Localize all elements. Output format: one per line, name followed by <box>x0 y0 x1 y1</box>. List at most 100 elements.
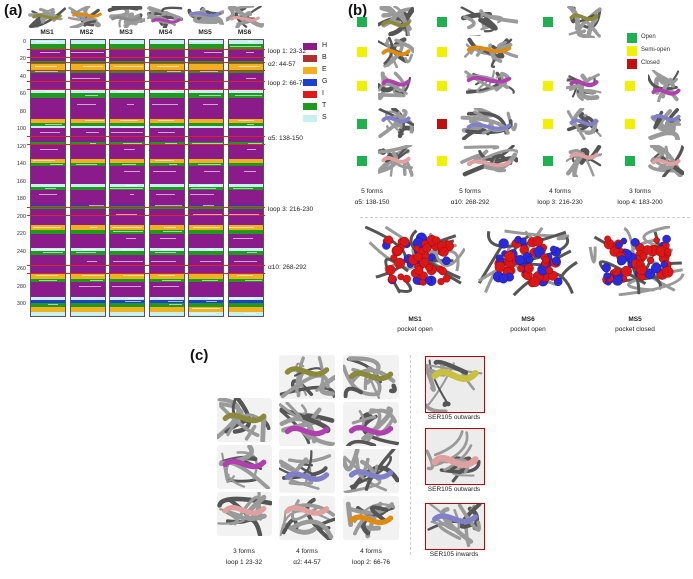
dssp-speckle <box>198 94 221 96</box>
dssp-band <box>70 123 105 127</box>
dssp-band <box>70 90 105 94</box>
state-square <box>357 47 367 57</box>
dssp-band <box>31 299 65 304</box>
dssp-band <box>228 127 263 143</box>
dssp-band <box>70 278 105 283</box>
dssp-band <box>228 247 263 252</box>
dssp-band <box>70 48 105 62</box>
dssp-speckle <box>203 171 221 173</box>
y-tick-label: 80 <box>19 108 26 115</box>
dssp-band <box>70 255 105 274</box>
dssp-band <box>70 204 105 207</box>
dssp-band <box>110 123 144 127</box>
dssp-band <box>228 229 263 235</box>
y-tick-label: 280 <box>16 283 26 290</box>
dssp-band <box>149 63 184 71</box>
dssp-band <box>110 302 144 308</box>
dssp-band <box>70 281 105 298</box>
legend-label: S <box>322 114 327 121</box>
state-legend-swatch <box>627 46 637 56</box>
structure-view <box>566 108 602 140</box>
dssp-speckle <box>158 297 175 299</box>
dssp-band <box>31 126 65 129</box>
dssp-band <box>189 123 223 127</box>
dssp-speckle <box>125 300 141 302</box>
legend-label: H <box>322 42 328 49</box>
dssp-speckle <box>202 279 218 281</box>
state-legend-swatch <box>627 59 637 69</box>
dssp-band <box>149 69 184 74</box>
ser105-view <box>425 428 485 485</box>
dssp-band <box>228 44 263 50</box>
dssp-band <box>31 229 65 235</box>
protein-render <box>343 402 399 446</box>
dssp-speckle <box>207 248 214 250</box>
protein-render <box>378 108 414 140</box>
dssp-band <box>31 250 65 256</box>
dssp-band <box>189 255 223 274</box>
structure-view <box>648 70 684 102</box>
y-tick-label: 0 <box>22 39 26 45</box>
dssp-band <box>31 296 65 301</box>
dssp-band <box>149 311 184 316</box>
dssp-band <box>149 250 184 256</box>
dssp-band <box>70 296 105 301</box>
dssp-speckle <box>129 194 135 196</box>
protein-render <box>648 108 684 140</box>
protein-render <box>279 496 335 540</box>
dssp-speckle <box>237 65 261 67</box>
dssp-speckle <box>161 279 181 281</box>
dssp-speckle <box>35 70 58 72</box>
ser105-label: SER105 outwards <box>427 486 481 493</box>
protein-render <box>343 449 399 493</box>
structure-view <box>460 108 518 140</box>
dssp-speckle <box>163 226 176 228</box>
structure-view <box>343 496 399 540</box>
structure-view <box>279 449 335 493</box>
dssp-speckle <box>76 252 97 254</box>
dssp-band <box>149 126 184 129</box>
dssp-speckle <box>191 308 221 310</box>
panel-c-divider <box>410 355 411 555</box>
dssp-band <box>110 145 144 160</box>
region-line-top <box>27 81 265 82</box>
dssp-speckle <box>248 143 263 145</box>
dssp-band <box>31 44 65 50</box>
ms-thumbnail <box>67 6 106 28</box>
protein-render <box>460 70 518 102</box>
dssp-speckle <box>198 184 214 186</box>
dssp-speckle <box>203 205 214 207</box>
protein-render <box>343 496 399 540</box>
panel-a-letter: (a) <box>4 2 23 19</box>
dssp-band <box>228 158 263 164</box>
dssp-band <box>149 158 184 164</box>
dssp-band <box>110 281 144 298</box>
y-tick-label: 200 <box>16 213 26 220</box>
protein-render <box>426 429 484 484</box>
ms-thumbnail <box>28 6 66 28</box>
dssp-band <box>228 93 263 99</box>
dssp-speckle <box>32 226 61 228</box>
region-line-top <box>27 265 265 266</box>
dssp-band <box>189 126 223 129</box>
dssp-band <box>228 48 263 62</box>
state-square <box>437 156 447 166</box>
dssp-speckle <box>81 248 97 250</box>
group-forms-caption: 4 forms <box>296 548 318 555</box>
state-square <box>437 119 447 129</box>
dssp-column <box>188 39 224 317</box>
dssp-speckle <box>120 248 138 250</box>
dssp-speckle <box>207 297 223 299</box>
dssp-band <box>31 145 65 160</box>
dssp-speckle <box>247 41 254 43</box>
dssp-band <box>110 63 144 71</box>
dssp-band <box>110 93 144 99</box>
state-legend-swatch <box>627 33 637 43</box>
dssp-speckle <box>157 274 176 276</box>
dssp-speckle <box>155 205 182 207</box>
dssp-speckle <box>46 91 65 93</box>
dssp-speckle <box>168 164 177 166</box>
dssp-band <box>228 145 263 160</box>
dssp-band <box>189 40 223 45</box>
group-region-caption: α5: 138-150 <box>354 199 390 206</box>
